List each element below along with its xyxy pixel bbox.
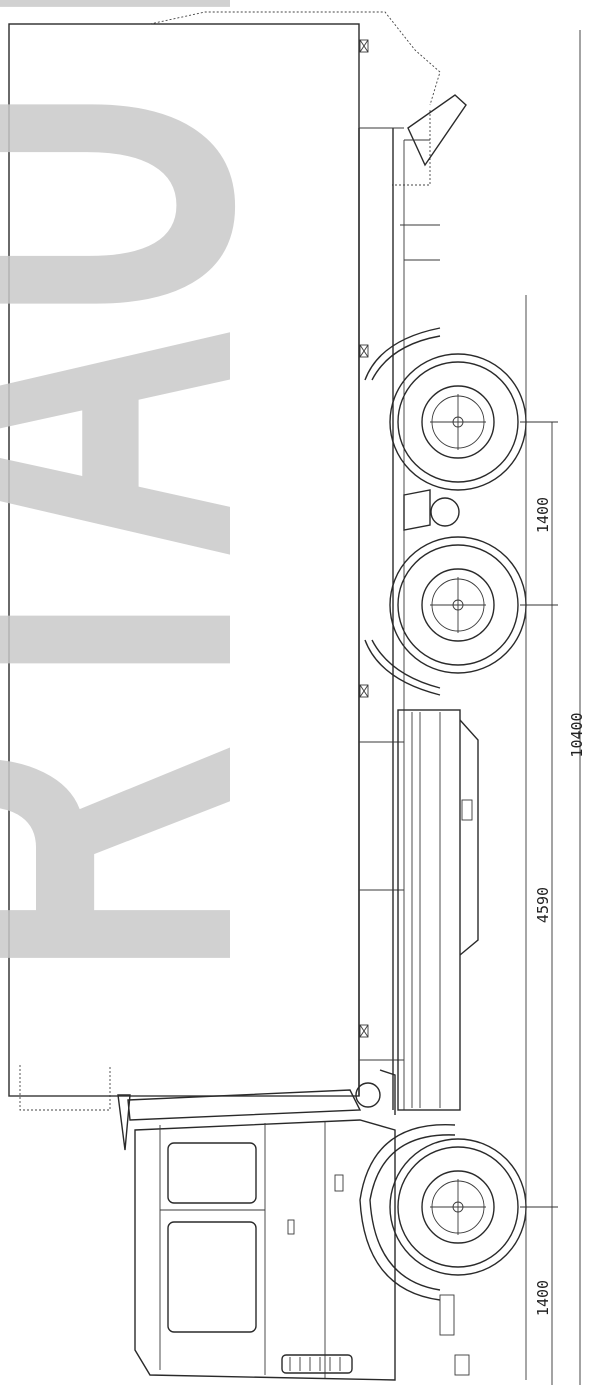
lashing-markers [359, 39, 369, 1038]
rear-bogie [403, 489, 460, 531]
chassis-frame [358, 127, 440, 1110]
dim-rear-axle-spacing: 1400 [534, 497, 552, 533]
dim-front-overhang: 1400 [534, 1280, 552, 1316]
front-bumper [439, 1294, 470, 1376]
rear-fenders [364, 327, 441, 696]
front-wheel [389, 1138, 527, 1276]
cab-roof-fairing [19, 1065, 396, 1151]
dim-wheelbase: 4590 [534, 887, 552, 923]
side-tank [397, 709, 479, 1111]
dimension-lines [520, 30, 581, 1385]
watermark-text: RTAUTO [0, 0, 341, 980]
roof-deflector [149, 11, 467, 186]
dim-overall-length: 10400 [568, 712, 586, 757]
front-wheel-arch [359, 1124, 456, 1301]
cab [134, 1119, 396, 1381]
rear-wheel-2 [389, 536, 527, 674]
rear-wheel-1 [389, 353, 527, 491]
